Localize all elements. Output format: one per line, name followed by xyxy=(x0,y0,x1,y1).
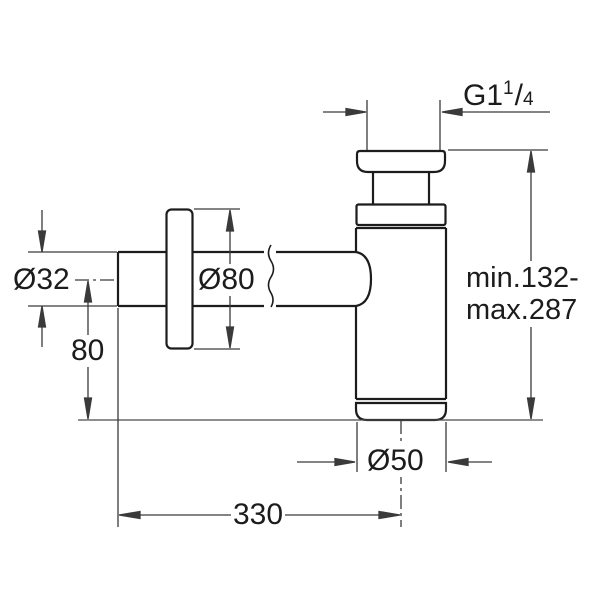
flange-diameter-label: Ø80 xyxy=(196,263,257,296)
arrow-left-icon xyxy=(441,107,463,117)
height-range-max: max.287 xyxy=(466,294,578,326)
arrow-up-icon xyxy=(83,280,93,303)
arrow-left-icon xyxy=(447,457,469,467)
pipe-joint-bulge xyxy=(355,250,373,308)
top-nut-flange xyxy=(355,149,447,174)
body-diameter-label: Ø50 xyxy=(365,444,426,477)
upper-cap-ring xyxy=(355,203,447,227)
thread-superscript: 1 xyxy=(503,78,515,99)
thread-size-label: G11/4 xyxy=(461,73,536,116)
dim-outlet-diameter xyxy=(297,422,492,472)
thread-slash: / xyxy=(514,79,523,112)
wall-flange xyxy=(165,208,194,350)
arrow-down-icon xyxy=(225,326,235,349)
height-range-label: min.132- max.287 xyxy=(464,261,581,327)
arrow-left-icon xyxy=(118,510,141,520)
arrow-down-icon xyxy=(526,397,536,420)
arrow-right-icon xyxy=(334,457,356,467)
inlet-diameter-label: Ø32 xyxy=(11,263,72,296)
dim-thread xyxy=(323,100,550,150)
inlet-height-label: 80 xyxy=(69,334,107,367)
height-range-min: min.132- xyxy=(466,262,579,294)
arrow-right-icon xyxy=(345,107,367,117)
dim-inlet-diameter xyxy=(28,210,117,347)
arrow-up-icon xyxy=(37,305,47,328)
trap-object xyxy=(116,149,448,422)
bottom-cap-ring xyxy=(354,401,448,422)
trap-body xyxy=(354,226,448,401)
thread-subscript: 4 xyxy=(522,89,534,110)
arrow-right-icon xyxy=(378,510,401,520)
arrow-down-icon xyxy=(37,230,47,253)
arrow-down-icon xyxy=(83,397,93,420)
thread-neck xyxy=(371,168,431,205)
pipe-break-symbol xyxy=(267,244,275,308)
arrow-up-icon xyxy=(225,209,235,232)
thread-prefix: G1 xyxy=(463,79,504,112)
arrow-up-icon xyxy=(526,150,536,173)
total-length-label: 330 xyxy=(231,498,286,531)
